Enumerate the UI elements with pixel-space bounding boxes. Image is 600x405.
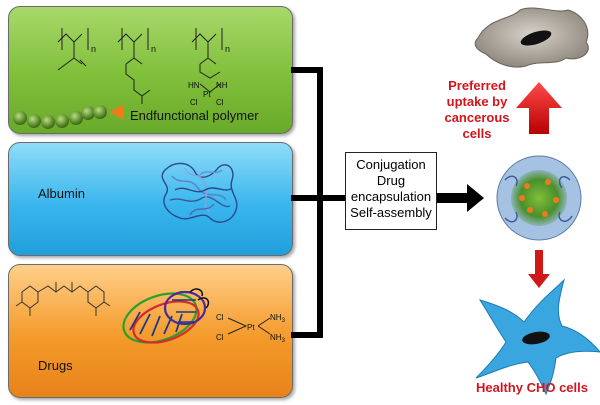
- chem-label-n-2: n: [151, 44, 156, 54]
- chem-label-cl-2: Cl: [216, 98, 224, 107]
- curcumin-structure: [15, 282, 111, 316]
- cancer-uptake-label: Preferred uptake by cancerous cells: [432, 78, 522, 142]
- process-line-3: encapsulation: [350, 189, 432, 204]
- chem-label-pt: Pt: [203, 90, 211, 99]
- dna-helix-icon: [122, 288, 210, 344]
- chem-label-hn: HN: [188, 81, 200, 90]
- chem-label-cl-4: Cl: [216, 333, 224, 342]
- cancer-cell-icon: [474, 7, 589, 68]
- uptake-line-1: Preferred: [448, 78, 506, 93]
- cisplatin-structure: [227, 317, 271, 335]
- albumin-label: Albumin: [38, 186, 85, 201]
- methacrylate-monomer-2: [117, 28, 151, 104]
- polymer-panel: [8, 6, 293, 134]
- healthy-cells-label: Healthy CHO cells: [476, 380, 588, 395]
- chem-label-cl-3: Cl: [216, 313, 224, 322]
- methacrylate-monomer-1: [57, 28, 89, 71]
- chem-label-n-3: n: [225, 44, 230, 54]
- connector-bracket: [291, 67, 345, 338]
- chem-label-cl-1: Cl: [190, 98, 198, 107]
- uptake-line-4: cells: [462, 126, 492, 141]
- polymer-label: Endfunctional polymer: [130, 108, 259, 123]
- uptake-line-3: cancerous: [444, 110, 510, 125]
- right-arrow-icon: [437, 184, 484, 212]
- process-line-4: Self-assembly: [350, 205, 432, 220]
- process-line-2: Drug: [376, 173, 406, 188]
- process-line-1: Conjugation: [356, 157, 426, 172]
- albumin-protein-icon: [161, 162, 238, 223]
- chem-label-n-1: n: [91, 44, 96, 54]
- drugs-label: Drugs: [38, 358, 73, 373]
- uptake-line-2: uptake by: [446, 94, 508, 109]
- chem-label-pt-2: Pt: [247, 323, 255, 332]
- process-box: Conjugation Drug encapsulation Self-asse…: [345, 152, 437, 230]
- albumin-panel: [8, 142, 293, 256]
- polymer-structures: [57, 28, 223, 104]
- chem-label-nh: NH: [216, 81, 228, 90]
- platinum-monomer: [191, 28, 223, 93]
- chem-label-nh3-2: NH3: [270, 333, 286, 344]
- up-arrow-icon: [516, 82, 562, 134]
- polymer-bead-chain: [13, 104, 124, 129]
- end-group-triangle-icon: [110, 104, 124, 120]
- down-arrow-icon: [528, 250, 550, 288]
- healthy-cell-icon: [475, 278, 600, 396]
- chem-label-nh3-1: NH3: [270, 313, 286, 324]
- nanoparticle-icon: [496, 155, 582, 241]
